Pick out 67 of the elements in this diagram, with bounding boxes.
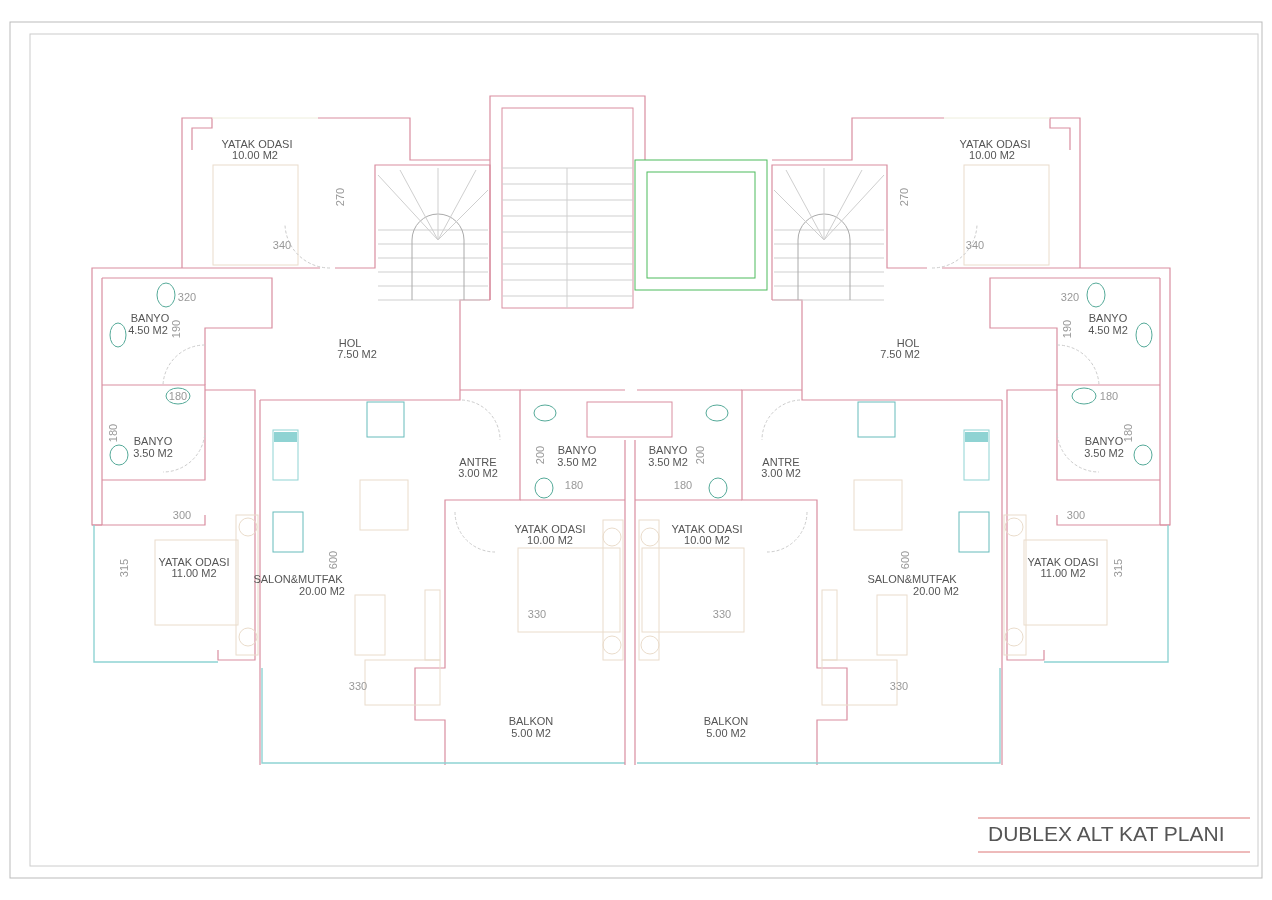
room-name: BANYO (648, 444, 688, 456)
dimension-label: 190 (170, 319, 182, 339)
room-name: HOL (896, 337, 920, 349)
room-area: 7.50 M2 (880, 348, 920, 360)
room-name: HOL (338, 337, 362, 349)
room-area: 11.00 M2 (171, 567, 217, 579)
room-name: YATAK ODASI (158, 556, 230, 568)
dimension-label: 315 (118, 558, 130, 578)
room-name: SALON&MUTFAK (867, 573, 957, 585)
dimension-label: 320 (177, 291, 197, 303)
room-area: 3.50 M2 (133, 447, 173, 459)
room-name: YATAK ODASI (1027, 556, 1099, 568)
dimension-label: 190 (1061, 319, 1073, 339)
dimension-label: 200 (534, 445, 546, 465)
room-area: 3.50 M2 (1084, 447, 1124, 459)
room-area: 7.50 M2 (337, 348, 377, 360)
room-area: 10.00 M2 (969, 149, 1015, 161)
dimension-label: 330 (527, 608, 547, 620)
dimension-label: 330 (889, 680, 909, 692)
room-area: 3.00 M2 (458, 467, 498, 479)
dimension-label: 300 (1066, 509, 1086, 521)
room-name: ANTRE (459, 456, 497, 468)
dimension-label: 180 (107, 423, 119, 443)
room-name: YATAK ODASI (959, 138, 1031, 150)
room-area: 4.50 M2 (128, 324, 168, 336)
dimension-label: 340 (965, 239, 985, 251)
room-area: 20.00 M2 (299, 585, 345, 597)
dimension-label: 180 (1122, 423, 1134, 443)
room-name: BANYO (133, 435, 173, 447)
dimension-label: 315 (1112, 558, 1124, 578)
room-area: 20.00 M2 (913, 585, 959, 597)
dimension-label: 600 (899, 550, 911, 570)
dimension-label: 270 (898, 187, 910, 207)
room-name: BANYO (557, 444, 597, 456)
room-name: YATAK ODASI (514, 523, 586, 535)
dimension-label: 180 (564, 479, 584, 491)
dimension-label: 270 (334, 187, 346, 207)
room-name: BALKON (703, 715, 749, 727)
dimension-label: 600 (327, 550, 339, 570)
room-area: 3.00 M2 (761, 467, 801, 479)
room-name: BANYO (130, 312, 170, 324)
room-area: 4.50 M2 (1088, 324, 1128, 336)
plan-title: DUBLEX ALT KAT PLANI (988, 822, 1225, 846)
room-area: 3.50 M2 (557, 456, 597, 468)
room-name: BALKON (508, 715, 554, 727)
dimension-label: 330 (712, 608, 732, 620)
room-area: 10.00 M2 (527, 534, 573, 546)
dimension-label: 320 (1060, 291, 1080, 303)
room-name: SALON&MUTFAK (253, 573, 343, 585)
room-name: YATAK ODASI (221, 138, 293, 150)
dimension-label: 180 (168, 390, 188, 402)
room-area: 10.00 M2 (232, 149, 278, 161)
room-area: 5.00 M2 (706, 727, 746, 739)
dimension-label: 340 (272, 239, 292, 251)
room-name: ANTRE (762, 456, 800, 468)
room-name: BANYO (1088, 312, 1128, 324)
room-area: 3.50 M2 (648, 456, 688, 468)
dimension-label: 180 (673, 479, 693, 491)
room-area: 5.00 M2 (511, 727, 551, 739)
room-name: BANYO (1084, 435, 1124, 447)
room-area: 10.00 M2 (684, 534, 730, 546)
dimension-label: 300 (172, 509, 192, 521)
dimension-label: 330 (348, 680, 368, 692)
dimension-label: 200 (694, 445, 706, 465)
room-area: 11.00 M2 (1040, 567, 1086, 579)
room-name: YATAK ODASI (671, 523, 743, 535)
dimension-label: 180 (1099, 390, 1119, 402)
